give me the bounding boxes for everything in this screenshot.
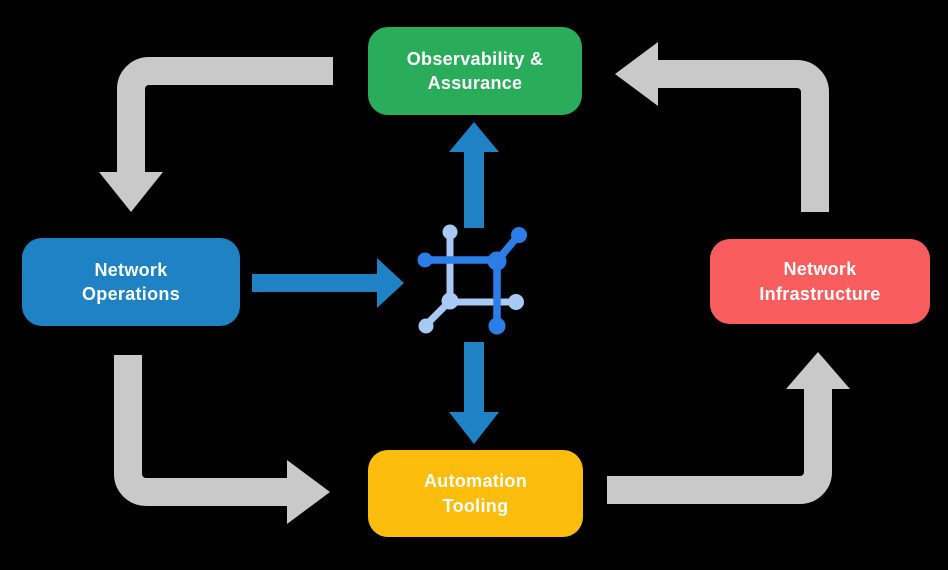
arrow-center-to-automation	[449, 342, 499, 444]
icon-dark-nodes	[417, 227, 527, 335]
node-label-line1: Automation	[424, 471, 527, 492]
arrow-head	[99, 172, 163, 212]
arrow-operations-to-automation	[114, 355, 330, 524]
arrow-infrastructure-to-observability	[615, 42, 829, 212]
arrow-head	[287, 460, 330, 524]
arrow-operations-to-center	[252, 258, 404, 308]
node-label-line2: Tooling	[442, 495, 509, 516]
node-automation-tooling: Automation Tooling	[368, 450, 583, 537]
arrow-automation-to-infrastructure	[607, 352, 850, 504]
arrow-shape	[252, 258, 404, 308]
arrow-shaft	[117, 57, 333, 173]
arrow-shaft	[114, 355, 287, 506]
network-fabric-icon	[417, 224, 527, 335]
icon-light-nodes	[418, 224, 524, 334]
arrow-center-to-observability	[449, 122, 499, 228]
node-network-infrastructure: Network Infrastructure	[710, 239, 930, 324]
node-network-operations: Network Operations	[22, 238, 240, 326]
node-label-line1: Observability &	[406, 48, 544, 69]
arrow-shaft	[658, 60, 829, 212]
node-label-line2: Operations	[81, 284, 181, 304]
arrow-head	[615, 42, 658, 106]
arrow-observability-to-operations	[99, 57, 333, 212]
node-label-line2: Infrastructure	[759, 283, 881, 304]
icon-dark-lines	[425, 233, 521, 319]
node-observability-assurance: Observability & Assurance	[368, 27, 582, 115]
arrow-shape	[449, 122, 499, 228]
arrow-shaft	[607, 389, 832, 504]
node-label-line1: Network	[783, 259, 857, 280]
node-label-line2: Assurance	[427, 73, 523, 93]
node-label-line1: Network	[94, 259, 168, 280]
arrow-head	[786, 352, 850, 389]
arrow-shape	[449, 342, 499, 444]
